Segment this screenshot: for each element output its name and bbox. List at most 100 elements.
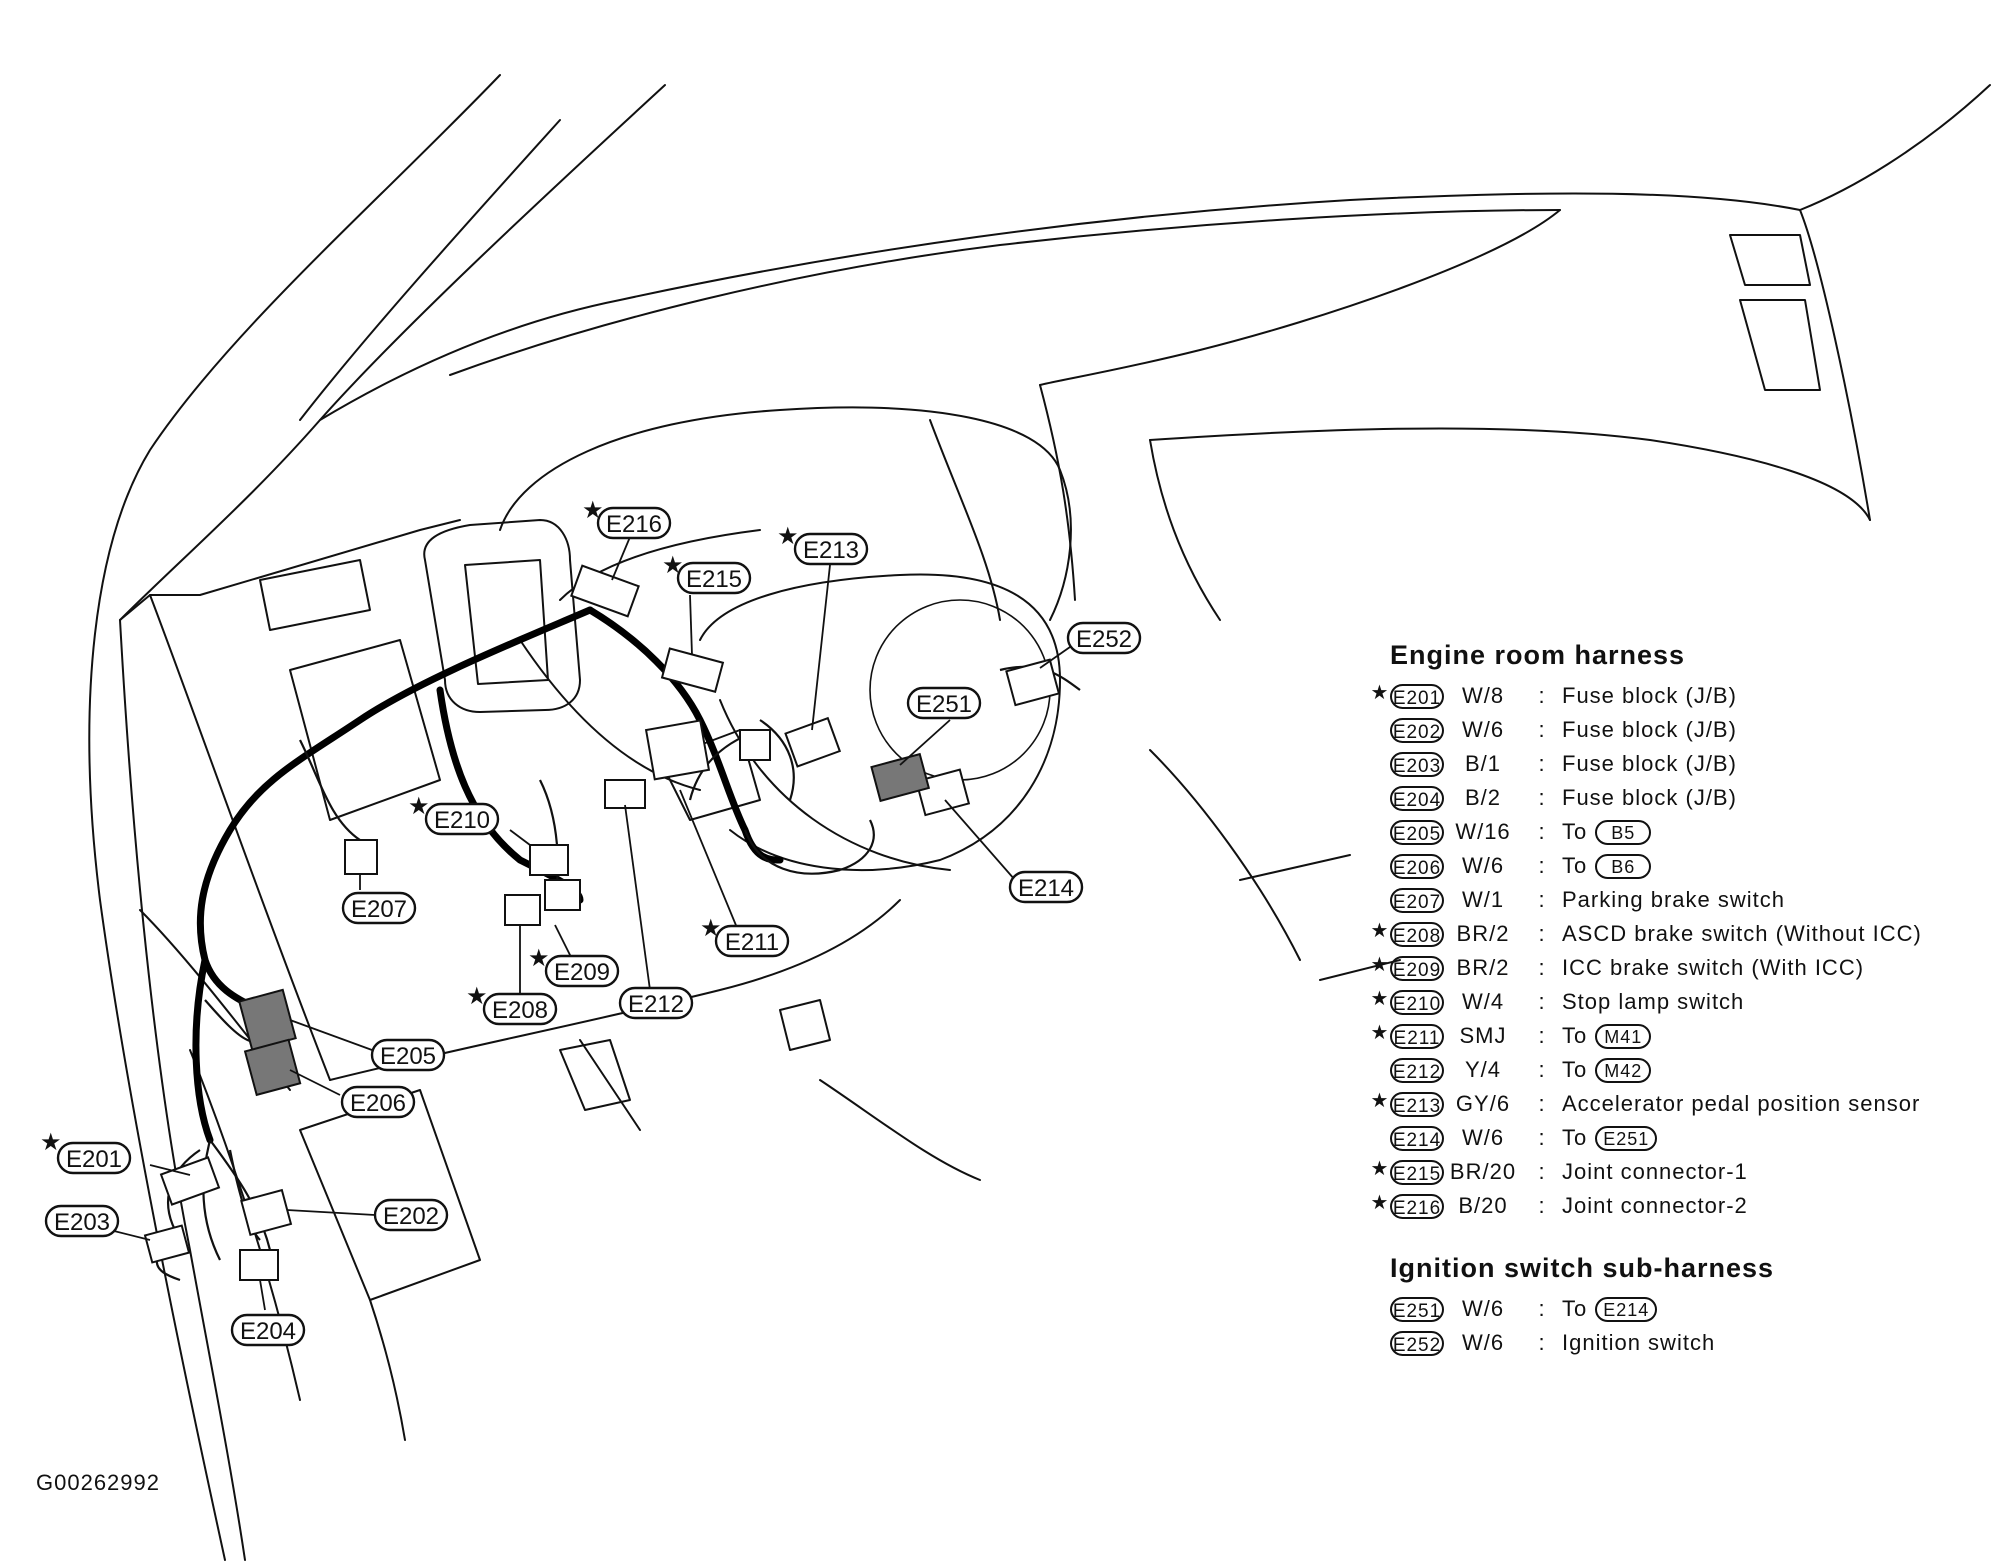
wire-spec: B/20 xyxy=(1458,1193,1508,1218)
separator: : xyxy=(1538,683,1546,708)
callout-label: E251 xyxy=(916,691,972,718)
description-text: Stop lamp switch xyxy=(1562,989,1745,1014)
star-marker: ★ xyxy=(466,982,488,1010)
connector-code: E212 xyxy=(1390,1057,1444,1083)
callout-e252: E252 xyxy=(1066,621,1142,655)
callout-e251: E251 xyxy=(906,686,982,720)
connector-code: E203 xyxy=(1390,751,1444,777)
callout-e201: ★ E201 xyxy=(40,1128,132,1175)
connector-e201 xyxy=(159,1156,221,1206)
connector-e215 xyxy=(660,647,725,693)
separator: : xyxy=(1538,1057,1546,1082)
connector-reference: E251 xyxy=(1595,1125,1658,1151)
wire-spec: W/1 xyxy=(1461,887,1505,912)
description-text: To xyxy=(1562,1057,1588,1082)
wire-spec: SMJ xyxy=(1459,1023,1507,1048)
connector-e207 xyxy=(344,839,378,875)
connector-code: E213 xyxy=(1390,1091,1444,1117)
description-text: To xyxy=(1562,853,1588,878)
connector-code: E215 xyxy=(1390,1159,1444,1185)
description-text: Fuse block (J/B) xyxy=(1562,683,1737,708)
star-marker: ★ xyxy=(408,792,430,820)
separator: : xyxy=(1538,1193,1546,1218)
connector-e213 xyxy=(784,716,842,768)
connector-code: E208 xyxy=(1390,921,1444,947)
figure-id: G00262992 xyxy=(36,1470,160,1495)
description-text: Joint connector-2 xyxy=(1562,1193,1748,1218)
callout-label: E207 xyxy=(351,896,407,923)
callout-e210: ★ E210 xyxy=(408,792,500,836)
wire-spec: W/6 xyxy=(1461,1296,1505,1321)
wire-spec: W/6 xyxy=(1461,717,1505,742)
connector-reference: E214 xyxy=(1595,1296,1658,1322)
connector-code: E206 xyxy=(1390,853,1444,879)
wire-spec: B/2 xyxy=(1464,785,1502,810)
wiring-harness xyxy=(155,606,1081,1282)
callout-label: E216 xyxy=(606,511,662,538)
callout-e213: ★ E213 xyxy=(777,522,869,566)
connector-description: Accelerator pedal position sensor xyxy=(1562,1091,1920,1117)
description-text: Accelerator pedal position sensor xyxy=(1562,1091,1921,1116)
callout-label: E209 xyxy=(554,959,610,986)
separator: : xyxy=(1538,955,1546,980)
connector-e216 xyxy=(570,564,640,618)
connector-e206 xyxy=(243,1038,302,1097)
connector-e208 xyxy=(504,894,541,926)
callout-label: E210 xyxy=(434,807,490,834)
separator: : xyxy=(1538,989,1546,1014)
callout-e216: ★ E216 xyxy=(582,496,672,540)
callout-label: E212 xyxy=(628,991,684,1018)
connector-reference: B6 xyxy=(1595,853,1652,879)
connector-code: E214 xyxy=(1390,1125,1444,1151)
star-marker: ★ xyxy=(1370,918,1390,942)
connector-e214 xyxy=(915,768,971,817)
connectors xyxy=(143,564,1061,1281)
callout-e214: E214 xyxy=(1008,870,1084,904)
separator: : xyxy=(1538,1296,1546,1321)
wire-spec: Y/4 xyxy=(1464,1057,1502,1082)
star-marker: ★ xyxy=(1370,1020,1390,1044)
connector-code: E202 xyxy=(1390,717,1444,743)
connector-description: ICC brake switch (With ICC) xyxy=(1562,955,1864,981)
connector-e210 xyxy=(529,844,569,876)
separator: : xyxy=(1538,887,1546,912)
callout-label: E215 xyxy=(686,566,742,593)
star-marker: ★ xyxy=(1370,952,1390,976)
callout-e203: E203 xyxy=(44,1204,120,1238)
star-marker: ★ xyxy=(40,1128,62,1156)
connector-description: Fuse block (J/B) xyxy=(1562,785,1737,811)
connector-description: Fuse block (J/B) xyxy=(1562,717,1737,743)
callout-e205: E205 xyxy=(370,1038,446,1072)
callout-label: E213 xyxy=(803,537,859,564)
connector-code: E211 xyxy=(1390,1023,1444,1049)
wire-spec: W/4 xyxy=(1461,989,1505,1014)
connector-code: E210 xyxy=(1390,989,1444,1015)
callout-e212: E212 xyxy=(618,986,694,1020)
callout-label: E205 xyxy=(380,1043,436,1070)
connector-code: E207 xyxy=(1390,887,1444,913)
callout-e208: ★ E208 xyxy=(466,982,558,1026)
wire-spec: BR/2 xyxy=(1456,921,1510,946)
connector-code: E252 xyxy=(1390,1330,1444,1356)
connector-e251 xyxy=(870,752,931,803)
connector-e202 xyxy=(240,1188,293,1237)
wire-spec: BR/20 xyxy=(1449,1159,1517,1184)
connector-code: E204 xyxy=(1390,785,1444,811)
connector-description: ASCD brake switch (Without ICC) xyxy=(1562,921,1922,947)
description-text: Fuse block (J/B) xyxy=(1562,717,1737,742)
star-marker: ★ xyxy=(1370,1088,1390,1112)
callout-label: E208 xyxy=(492,997,548,1024)
connector-code: E201 xyxy=(1390,683,1444,709)
description-text: Fuse block (J/B) xyxy=(1562,785,1737,810)
